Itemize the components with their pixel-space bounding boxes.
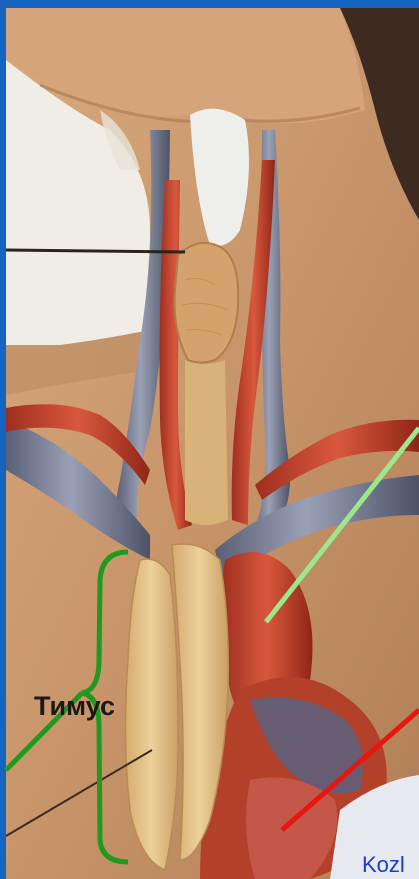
pointer-line-thyroid xyxy=(6,250,185,252)
thyroid-gland xyxy=(175,243,239,363)
trachea xyxy=(185,360,228,525)
thymus-lobe-right xyxy=(125,559,178,870)
thymus-label: Тимус xyxy=(34,691,115,721)
partial-label-bottom-right: Kozl xyxy=(362,852,405,877)
